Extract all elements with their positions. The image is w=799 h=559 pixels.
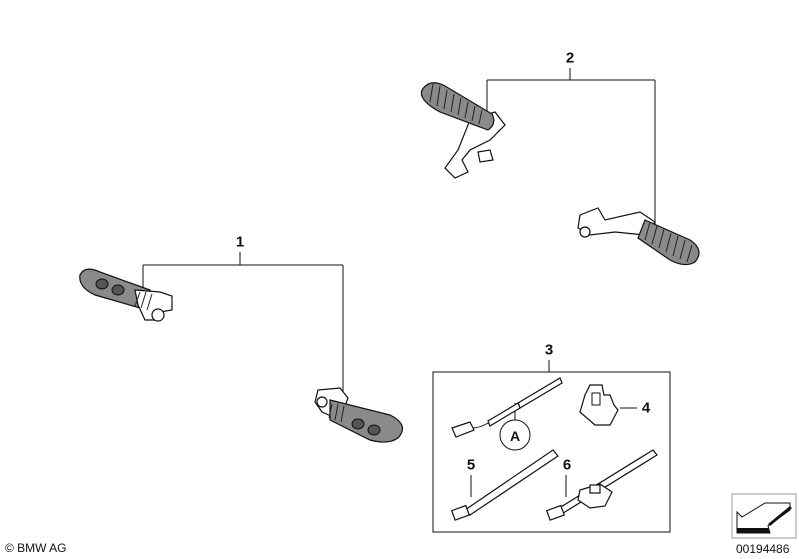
callout-3: 3 — [544, 341, 554, 359]
detail-a-circle — [499, 419, 531, 451]
callout-6: 6 — [562, 456, 572, 474]
clip — [579, 384, 619, 426]
detail-a-label: A — [509, 428, 521, 444]
wiring-harness — [451, 377, 563, 438]
footpeg-right-lower — [577, 207, 700, 266]
kit-box — [432, 371, 671, 533]
orientation-arrow-icon — [731, 493, 797, 539]
callout-2: 2 — [565, 49, 575, 67]
callout-4: 4 — [641, 399, 651, 417]
cable-tie — [450, 449, 559, 521]
callout-1: 1 — [235, 233, 245, 251]
copyright: © BMW AG — [5, 541, 67, 555]
footpeg-right-upper — [420, 82, 506, 179]
footpeg-left-upper — [79, 268, 173, 322]
footpeg-left-lower — [314, 387, 404, 443]
diagram-number: 00194486 — [736, 542, 790, 556]
callout-5: 5 — [466, 456, 476, 474]
cable-tie-with-clip — [545, 449, 658, 521]
